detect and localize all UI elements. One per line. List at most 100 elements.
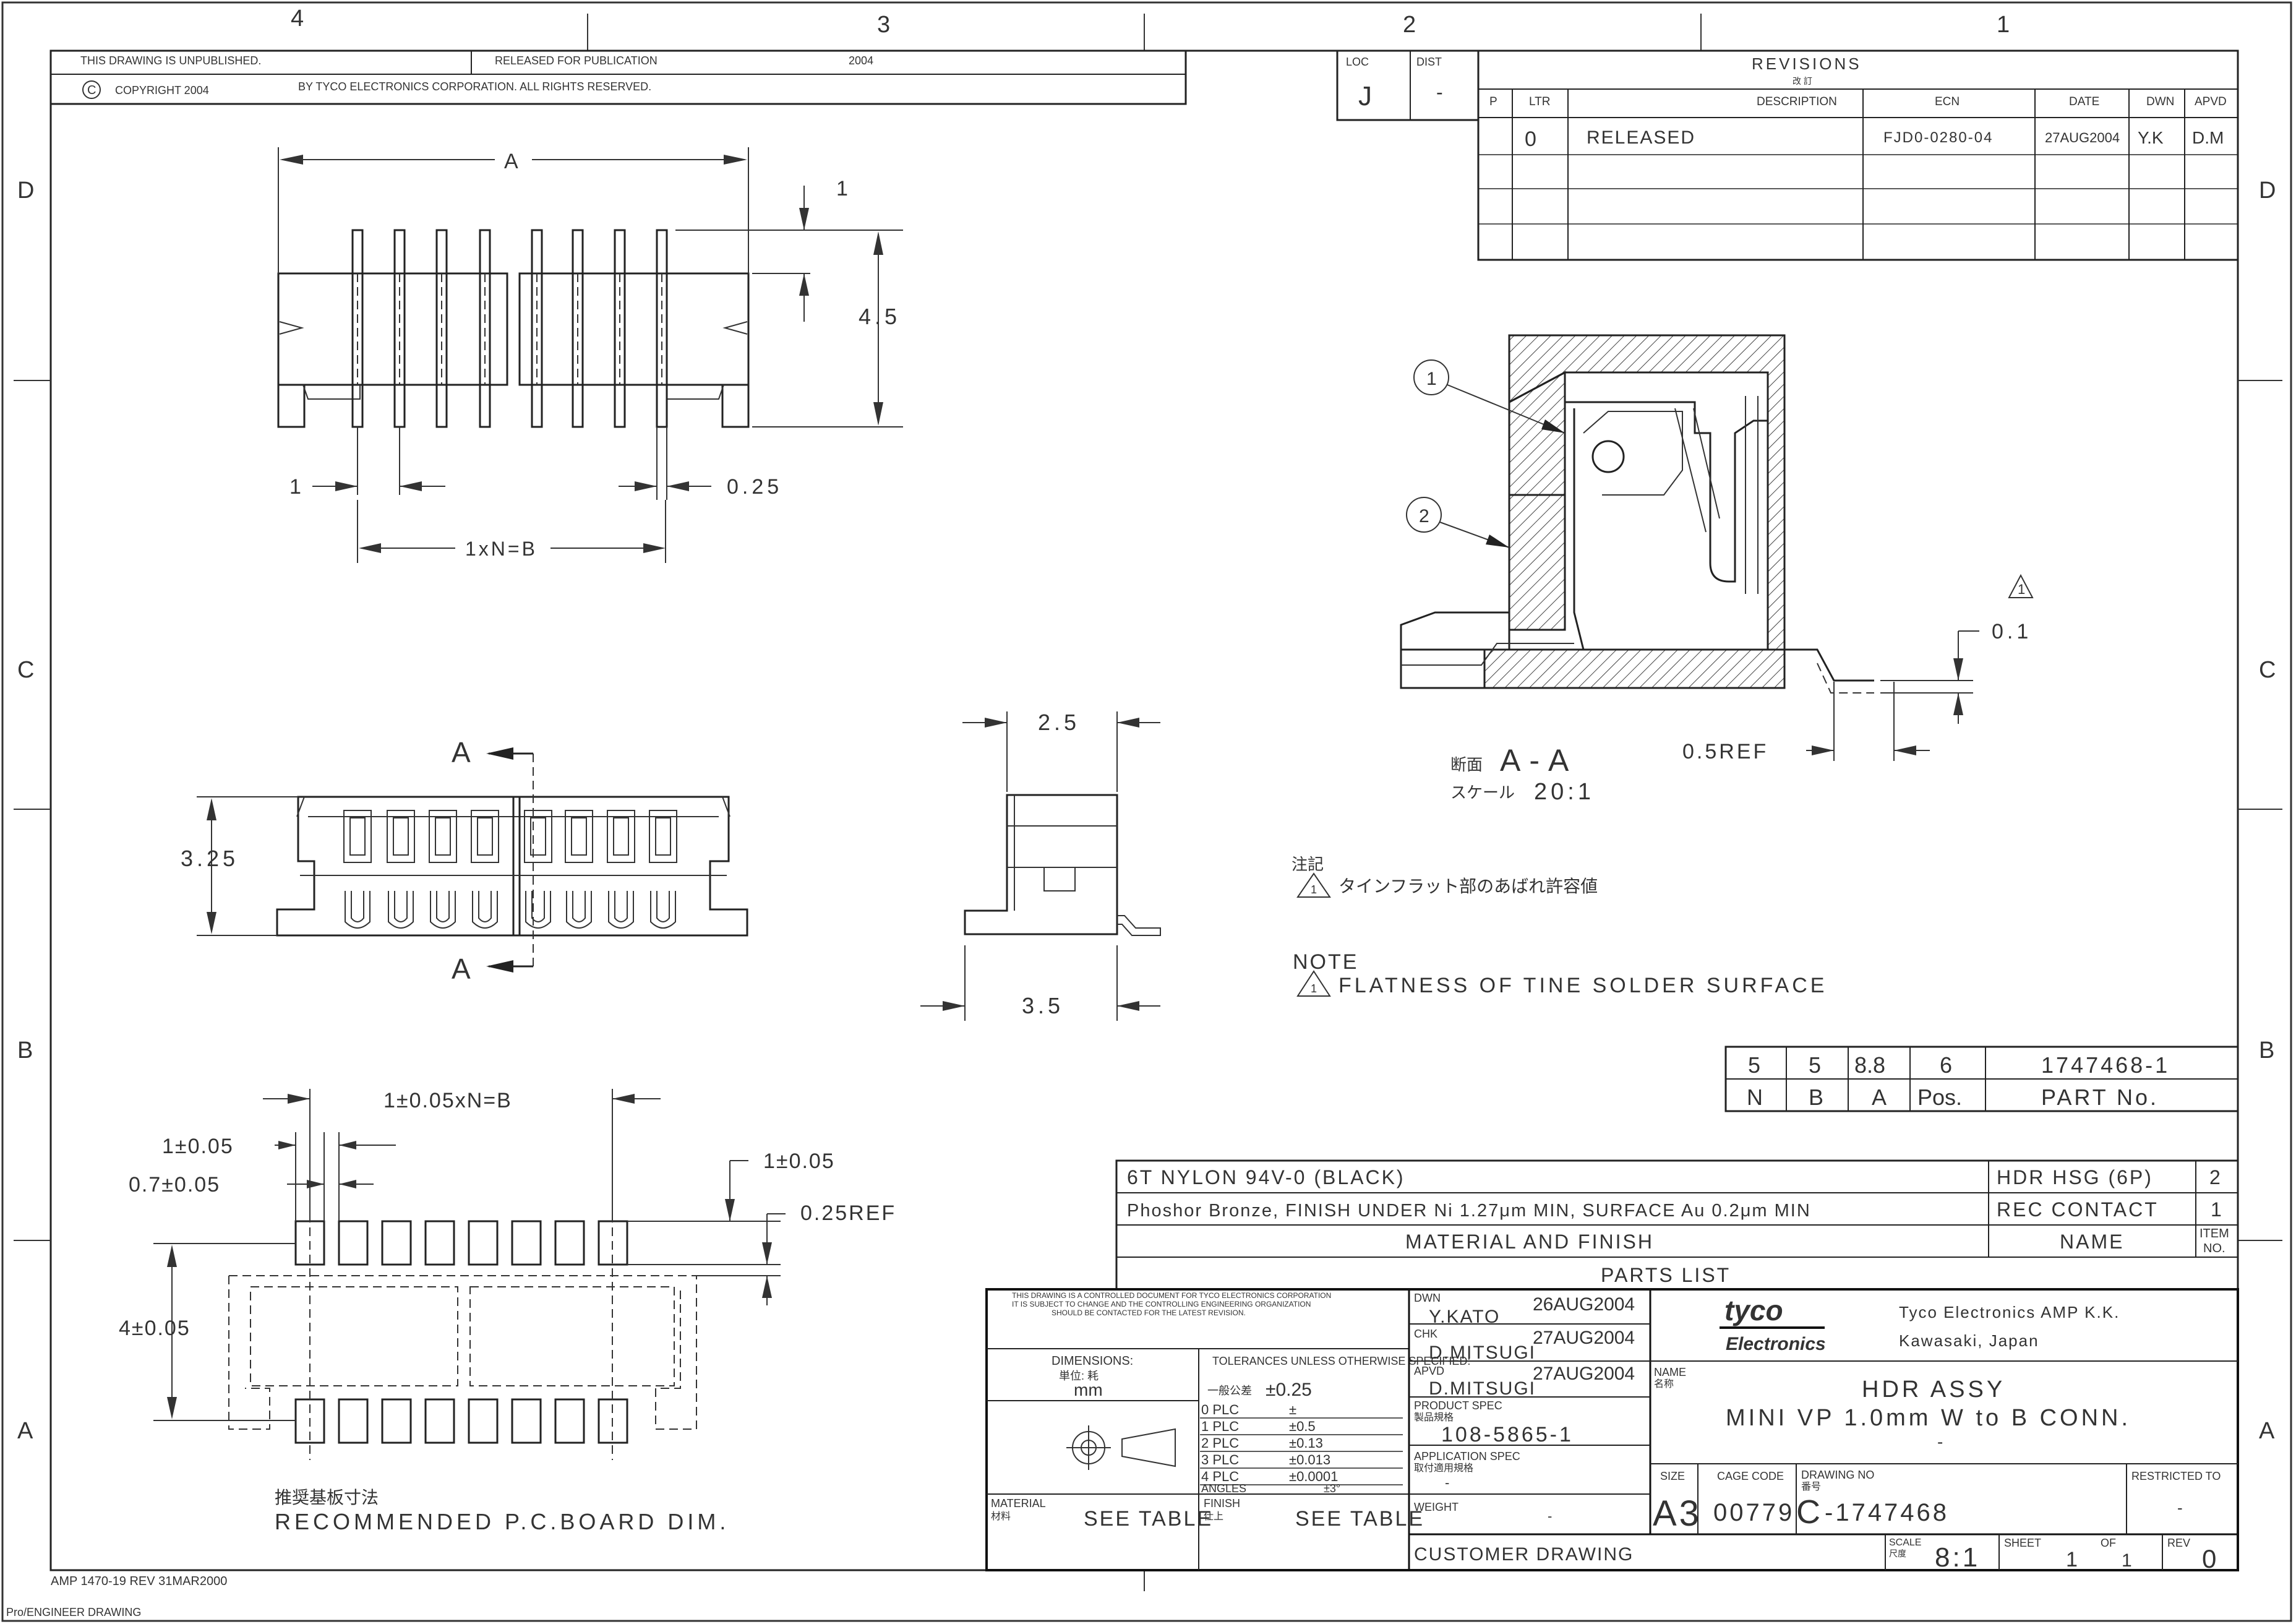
drawing-name-line1: HDR ASSY: [1862, 1377, 2005, 1403]
zone-right-d: D: [2259, 178, 2276, 204]
dim-right-1: 1±0.05: [763, 1149, 835, 1173]
form-number: AMP 1470-19 REV 31MAR2000: [51, 1575, 227, 1588]
header-unpublished: THIS DRAWING IS UNPUBLISHED.: [80, 54, 261, 67]
revision-row: 0 RELEASED FJD0-0280-04 27AUG2004 Y.K D.…: [1525, 127, 2224, 151]
svg-text:ANGLES: ANGLES: [1201, 1482, 1246, 1495]
svg-text:±0.13: ±0.13: [1289, 1435, 1323, 1451]
header-released: RELEASED FOR PUBLICATION: [495, 54, 658, 67]
checked-date: 27AUG2004: [1533, 1328, 1635, 1348]
svg-text:NAME: NAME: [2060, 1231, 2124, 1253]
svg-text:-: -: [1937, 1432, 1943, 1451]
svg-text:推奨基板寸法: 推奨基板寸法: [275, 1488, 379, 1507]
svg-text:B: B: [1809, 1085, 1823, 1110]
svg-text:1: 1: [2211, 1198, 2224, 1221]
svg-text:27AUG2004: 27AUG2004: [2045, 130, 2120, 145]
zone-top-4: 4: [291, 6, 304, 32]
svg-text:P: P: [1489, 95, 1497, 108]
parts-row-2-name: HDR HSG (6P): [1997, 1166, 2153, 1188]
units-value: mm: [1074, 1380, 1103, 1399]
svg-text:番号: 番号: [1801, 1481, 1821, 1492]
part-number-table: 5 5 8.8 6 1747468-1 N B A Pos. PART No.: [1724, 1046, 2239, 1112]
svg-text:±0.013: ±0.013: [1289, 1452, 1330, 1467]
svg-text:PRODUCT SPEC: PRODUCT SPEC: [1414, 1399, 1502, 1412]
svg-text:ECN: ECN: [1935, 95, 1960, 108]
svg-text:1 PLC: 1 PLC: [1201, 1419, 1239, 1434]
dim-2-5: 2.5: [1038, 710, 1080, 735]
svg-text:APVD: APVD: [1414, 1365, 1444, 1377]
svg-text:1: 1: [1311, 982, 1317, 995]
parts-row-1-material: Phoshor Bronze, FINISH UNDER Ni 1.27μm M…: [1127, 1201, 1811, 1221]
finish-value: SEE TABLE: [1295, 1507, 1424, 1531]
approved-by: D.MITSUGI: [1429, 1378, 1536, 1399]
svg-text:CAGE CODE: CAGE CODE: [1717, 1470, 1784, 1482]
svg-text:尺度: 尺度: [1889, 1549, 1906, 1558]
header-by: BY TYCO ELECTRONICS CORPORATION. ALL RIG…: [298, 80, 651, 93]
zone-right-c: C: [2259, 657, 2276, 683]
svg-text:SCALE: SCALE: [1889, 1537, 1921, 1548]
svg-text:断面: 断面: [1450, 755, 1483, 774]
svg-text:C: C: [87, 84, 96, 97]
svg-text:DIST: DIST: [1416, 56, 1442, 68]
svg-text:PART No.: PART No.: [2041, 1085, 2159, 1110]
section-scale: 20:1: [1534, 779, 1595, 805]
checked-by: D.MITSUGI: [1429, 1343, 1536, 1363]
svg-text:2 PLC: 2 PLC: [1201, 1435, 1239, 1451]
dim-1-left: 1: [289, 475, 301, 499]
svg-text:NAME: NAME: [1654, 1366, 1686, 1378]
section-label-top: A: [452, 736, 471, 768]
drawing-scale: 8:1: [1935, 1542, 1980, 1573]
cage-code: 00779: [1713, 1499, 1794, 1526]
svg-text:DIMENSIONS:: DIMENSIONS:: [1052, 1354, 1133, 1368]
zone-left-c: C: [17, 657, 34, 683]
svg-text:スケール: スケール: [1450, 783, 1515, 802]
tyco-logo: tyco: [1724, 1294, 1783, 1326]
side-view: 2.5 3.5: [920, 710, 1161, 1021]
dist-value: -: [1436, 81, 1443, 103]
svg-text:APPLICATION SPEC: APPLICATION SPEC: [1414, 1450, 1520, 1463]
svg-text:SHEET: SHEET: [2004, 1537, 2041, 1549]
svg-text:RELEASED: RELEASED: [1587, 127, 1695, 148]
svg-text:REV: REV: [2167, 1537, 2190, 1549]
svg-text:MATERIAL: MATERIAL: [991, 1497, 1046, 1510]
zone-top-2: 2: [1403, 12, 1416, 38]
product-spec: 108-5865-1: [1441, 1423, 1574, 1446]
drawing-number: -1747468: [1825, 1499, 1949, 1526]
zone-left-d: D: [17, 178, 34, 204]
dim-0-25ref: 0.25REF: [800, 1201, 896, 1225]
svg-text:CHK: CHK: [1414, 1328, 1437, 1340]
pcb-footprint: 1±0.05xN=B 1±0.05 0.7±0.05 1±0.05 0.25RE…: [119, 1089, 896, 1534]
section-a-a: 1 2 1 0.1 0.5REF 断面 A-A スケール 20:1: [1400, 334, 2034, 805]
svg-text:FINISH: FINISH: [1204, 1497, 1240, 1510]
note-flag-triangle: [2008, 574, 2034, 598]
part-number: 1747468-1: [2041, 1052, 2170, 1078]
revision-letter: 0: [2202, 1544, 2216, 1573]
dim-3-25: 3.25: [181, 846, 239, 871]
svg-text:一般公差: 一般公差: [1207, 1385, 1252, 1397]
revisions-title: REVISIONS: [1752, 54, 1862, 73]
svg-text:-: -: [1548, 1508, 1552, 1524]
svg-text:4 PLC: 4 PLC: [1201, 1469, 1239, 1484]
svg-text:8.8: 8.8: [1854, 1052, 1885, 1078]
tolerance-general: ±0.25: [1266, 1380, 1312, 1400]
sheet-size: A3: [1653, 1493, 1702, 1534]
header-strip: THIS DRAWING IS UNPUBLISHED. RELEASED FO…: [49, 49, 1187, 105]
copyright-icon: [82, 80, 101, 99]
note-jp: タインフラット部のあばれ許容値: [1339, 877, 1598, 896]
approved-date: 27AUG2004: [1533, 1364, 1635, 1384]
svg-text:Electronics: Electronics: [1726, 1334, 1826, 1354]
svg-text:Pos.: Pos.: [1917, 1085, 1962, 1110]
dim-0-5ref: 0.5REF: [1682, 740, 1768, 763]
svg-text:±3°: ±3°: [1324, 1482, 1340, 1495]
svg-text:APVD: APVD: [2195, 95, 2227, 108]
header-year: 2004: [849, 54, 873, 67]
customer-drawing: CUSTOMER DRAWING: [1414, 1544, 1634, 1565]
svg-text:5: 5: [1809, 1052, 1821, 1078]
zone-right-a: A: [2259, 1418, 2275, 1444]
svg-text:DRAWING NO: DRAWING NO: [1801, 1469, 1874, 1481]
drawn-date: 26AUG2004: [1533, 1294, 1635, 1315]
drawn-by: Y.KATO: [1429, 1307, 1500, 1327]
svg-text:DATE: DATE: [2069, 95, 2099, 108]
dim-0-25: 0.25: [727, 475, 782, 499]
loc-dist-block: LOC DIST J -: [1336, 49, 1480, 121]
